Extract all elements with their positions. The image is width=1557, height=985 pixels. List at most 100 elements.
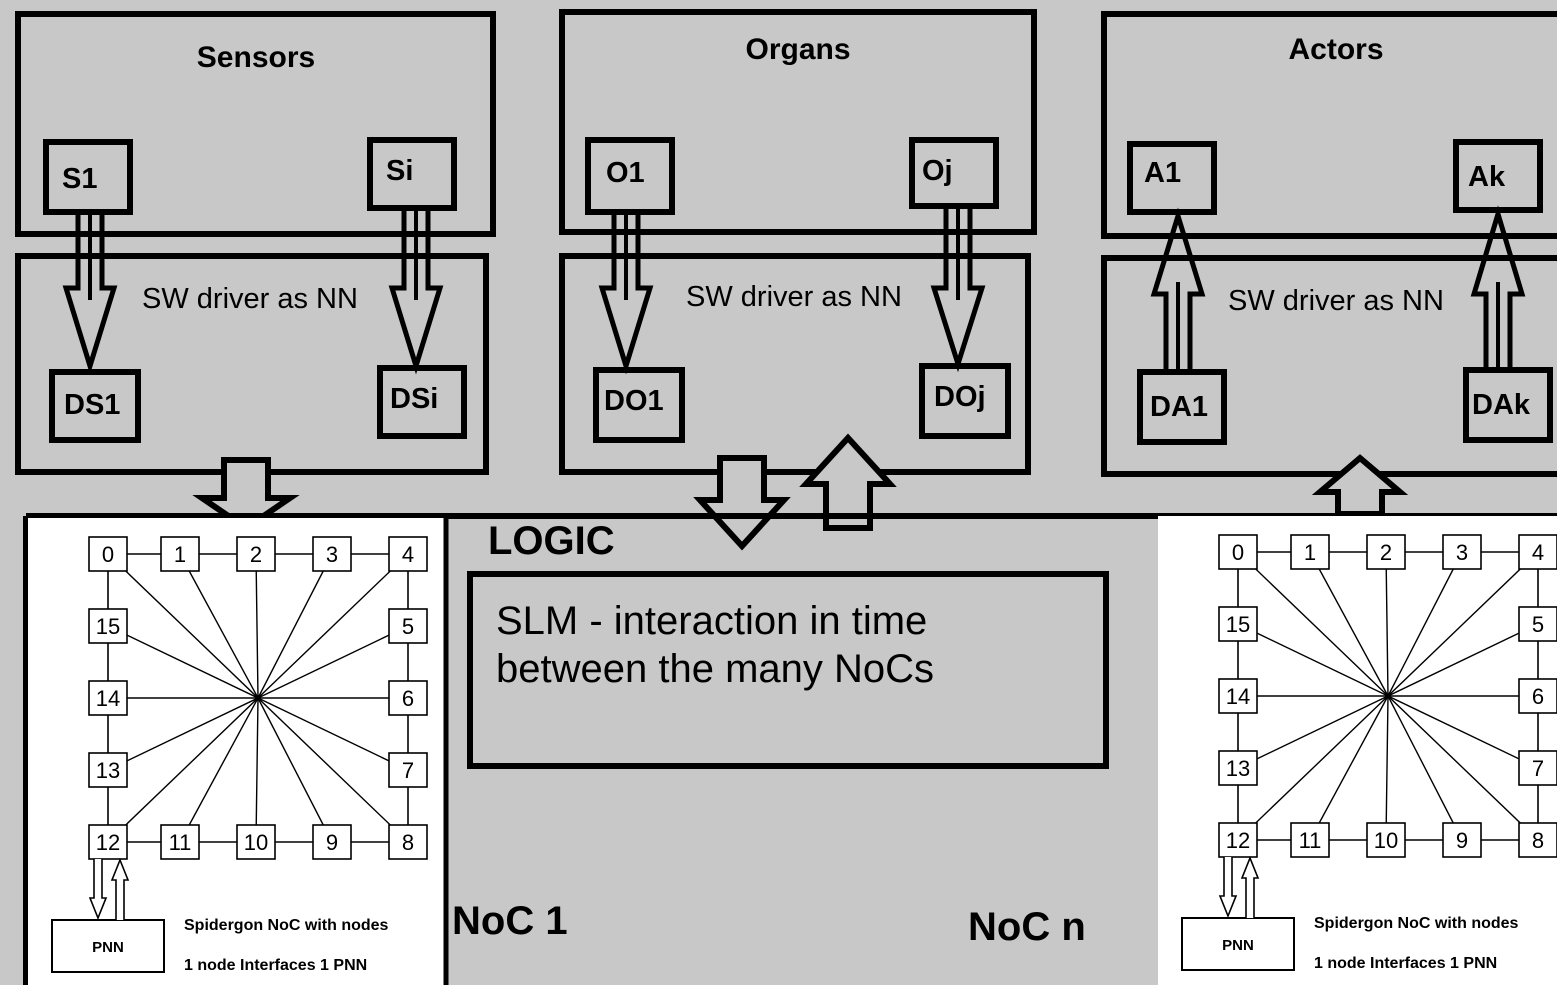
- organs-driver-box: [559, 253, 1031, 475]
- noc-node: [160, 824, 200, 860]
- arrow-nocn-to-actors: [1311, 454, 1409, 517]
- noc-caption-line2: 1 node Interfaces 1 PNN: [184, 957, 367, 974]
- slm-text-line2: between the many NoCs: [496, 647, 934, 691]
- noc-node-label: 8: [1532, 828, 1544, 853]
- noc-link-spoke: [107, 697, 259, 843]
- noc-node: [1218, 822, 1258, 858]
- arrow-o1-to-do1: [598, 212, 654, 375]
- noc-node: [1518, 822, 1557, 858]
- sensors-labels: Sensors SW driver as NN S1 Si DS1 DSi: [62, 41, 438, 421]
- label-si: Si: [386, 155, 413, 187]
- label-ak: Ak: [1468, 161, 1506, 193]
- noc-link-spoke: [1237, 551, 1389, 697]
- sensors-driver-label: SW driver as NN: [142, 283, 358, 315]
- node-box-o1: [585, 137, 675, 215]
- noc-link-spoke: [1309, 695, 1389, 841]
- organs-title: Organs: [745, 33, 850, 66]
- noc-link-spoke: [179, 553, 259, 699]
- node-box-oj: [909, 137, 999, 209]
- sensors-box: [15, 11, 496, 237]
- arrow-oj-to-doj: [930, 206, 986, 373]
- noc-link-spoke: [1237, 623, 1389, 697]
- node-box-doj: [919, 363, 1011, 439]
- noc-node: [312, 536, 352, 572]
- noc-link-spoke: [257, 553, 333, 699]
- noc-node: [388, 536, 428, 572]
- noc-node: [236, 536, 276, 572]
- noc-down-arrow: [1218, 857, 1238, 919]
- noc-up-arrow: [1240, 855, 1260, 918]
- noc-node-label: 9: [326, 830, 338, 855]
- sensors-module: [15, 11, 496, 532]
- noc-link-spoke: [107, 697, 259, 771]
- arrow-dak-to-ak: [1470, 205, 1526, 370]
- noc-node-label: 1: [1304, 540, 1316, 565]
- noc-node-label: 12: [96, 830, 120, 855]
- noc-node-label: 11: [169, 830, 192, 855]
- node-box-ds1: [49, 369, 141, 443]
- arrow-organs-to-logic: [693, 455, 791, 551]
- label-da1: DA1: [1150, 391, 1208, 423]
- logic-title: LOGIC: [488, 519, 615, 563]
- logic-layer: LOGIC SLM - interaction in time between …: [23, 513, 1557, 985]
- noc-node-label: 0: [102, 542, 114, 567]
- noc-node-label: 2: [250, 542, 262, 567]
- noc-link-spoke: [107, 625, 259, 699]
- noc-link-spoke: [179, 697, 259, 843]
- actors-box: [1101, 11, 1557, 239]
- noc-down-arrow: [88, 859, 108, 921]
- noc-link-spoke: [255, 553, 259, 699]
- arrow-da1-to-a1: [1150, 207, 1206, 372]
- noc-node-label: 7: [1532, 756, 1544, 781]
- noc-node: [1366, 822, 1406, 858]
- label-dsi: DSi: [390, 383, 438, 415]
- noc-node: [236, 824, 276, 860]
- noc-node: [1518, 606, 1557, 642]
- noc-link-spoke: [1387, 551, 1463, 697]
- noc-link-spoke: [257, 697, 333, 843]
- noc-link-spoke: [257, 625, 409, 699]
- noc-link-spoke: [1387, 623, 1539, 697]
- node-box-a1: [1127, 141, 1217, 215]
- label-ds1: DS1: [64, 389, 120, 421]
- noc-node-label: 6: [402, 686, 414, 711]
- noc-node-label: 14: [96, 686, 120, 711]
- noc-node-label: 4: [1532, 540, 1544, 565]
- noc-link-spoke: [257, 697, 409, 771]
- noc-node: [1218, 678, 1258, 714]
- noc-node-label: 14: [1226, 684, 1250, 709]
- actors-title: Actors: [1288, 33, 1383, 66]
- noc-node: [88, 824, 128, 860]
- noc-link-spoke: [1385, 695, 1389, 841]
- noc-node-label: 4: [402, 542, 414, 567]
- noc-node-label: 2: [1380, 540, 1392, 565]
- label-do1: DO1: [604, 385, 664, 417]
- noc-up-arrow: [110, 857, 130, 920]
- noc-link-spoke: [257, 697, 409, 843]
- noc-node: [388, 752, 428, 788]
- noc-node-label: 10: [244, 830, 268, 855]
- node-box-si: [367, 137, 457, 211]
- sensors-title: Sensors: [197, 41, 315, 74]
- noc-link-spoke: [1309, 551, 1389, 697]
- noc-node-label: 0: [1232, 540, 1244, 565]
- noc-caption-line1: Spidergon NoC with nodes: [184, 917, 389, 934]
- noc-node-label: 6: [1532, 684, 1544, 709]
- actors-driver-label: SW driver as NN: [1228, 285, 1444, 317]
- arrow-s1-to-ds1: [62, 212, 118, 375]
- slm-text-line1: SLM - interaction in time: [496, 599, 927, 643]
- noc-node: [1518, 750, 1557, 786]
- noc-node: [1442, 534, 1482, 570]
- noc-node: [88, 608, 128, 644]
- noc-node-label: 5: [402, 614, 414, 639]
- noc-link-spoke: [1237, 695, 1389, 769]
- actors-module: [1101, 11, 1557, 517]
- noc-link-spoke: [107, 553, 259, 699]
- organs-box: [559, 9, 1037, 235]
- noc-node-label: 13: [96, 758, 120, 783]
- noc-node: [1218, 606, 1258, 642]
- pnn-box: [51, 919, 165, 973]
- noc-node-label: 8: [402, 830, 414, 855]
